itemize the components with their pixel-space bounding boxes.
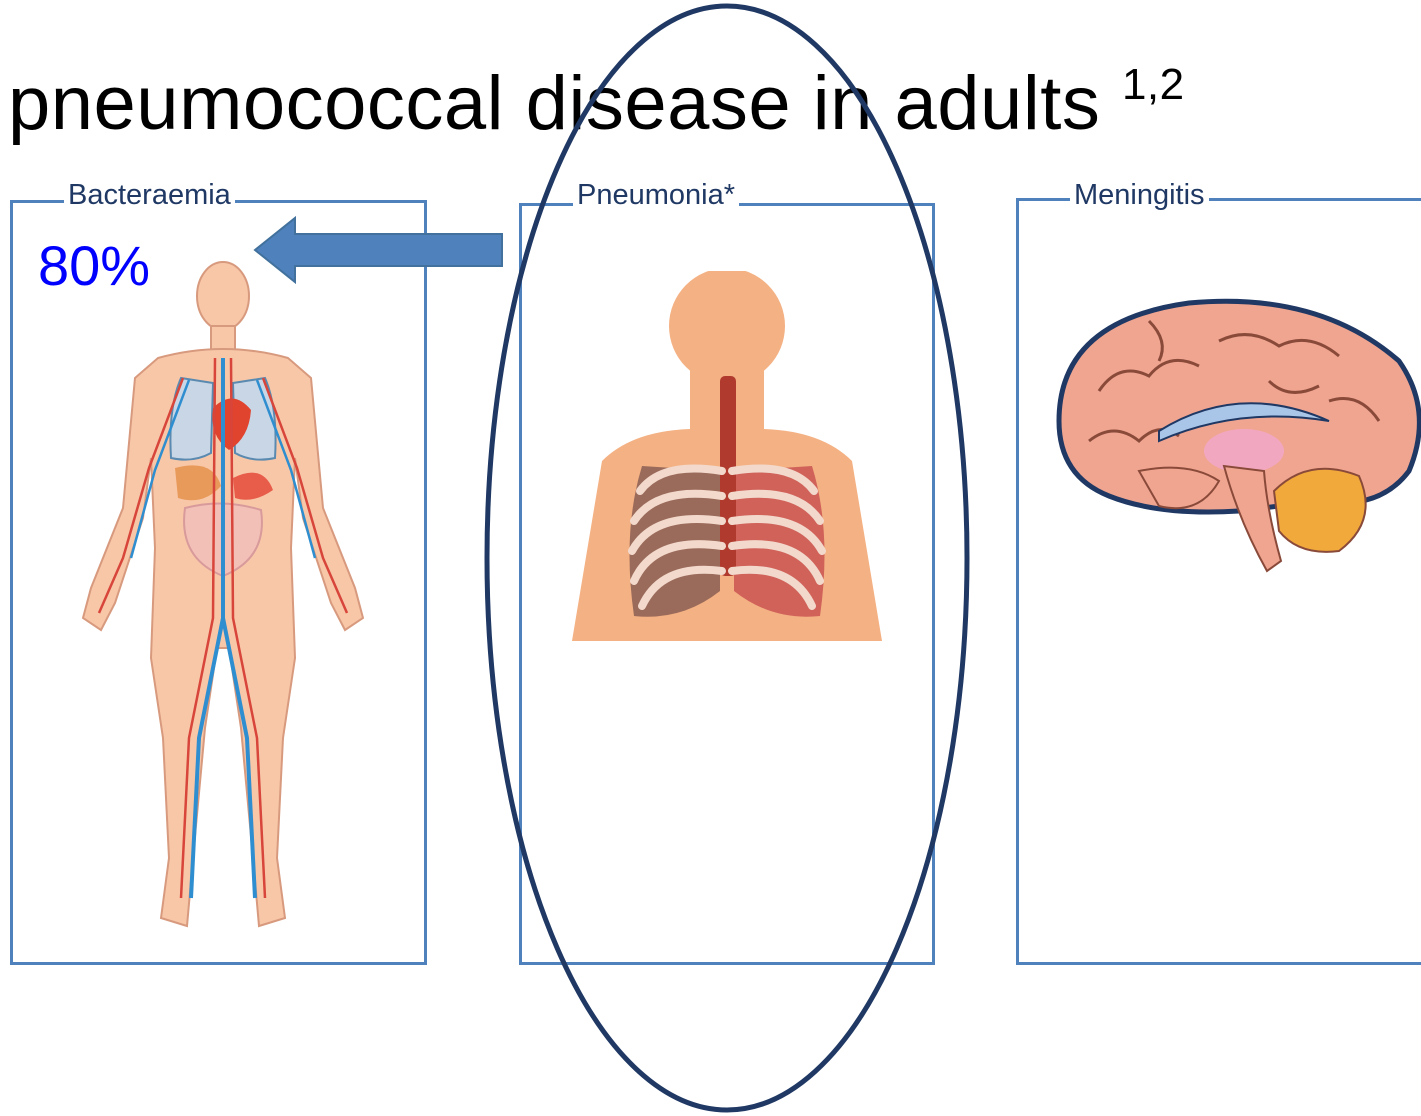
highlight-ellipse — [487, 6, 967, 1110]
left-arrow-icon — [255, 218, 502, 282]
